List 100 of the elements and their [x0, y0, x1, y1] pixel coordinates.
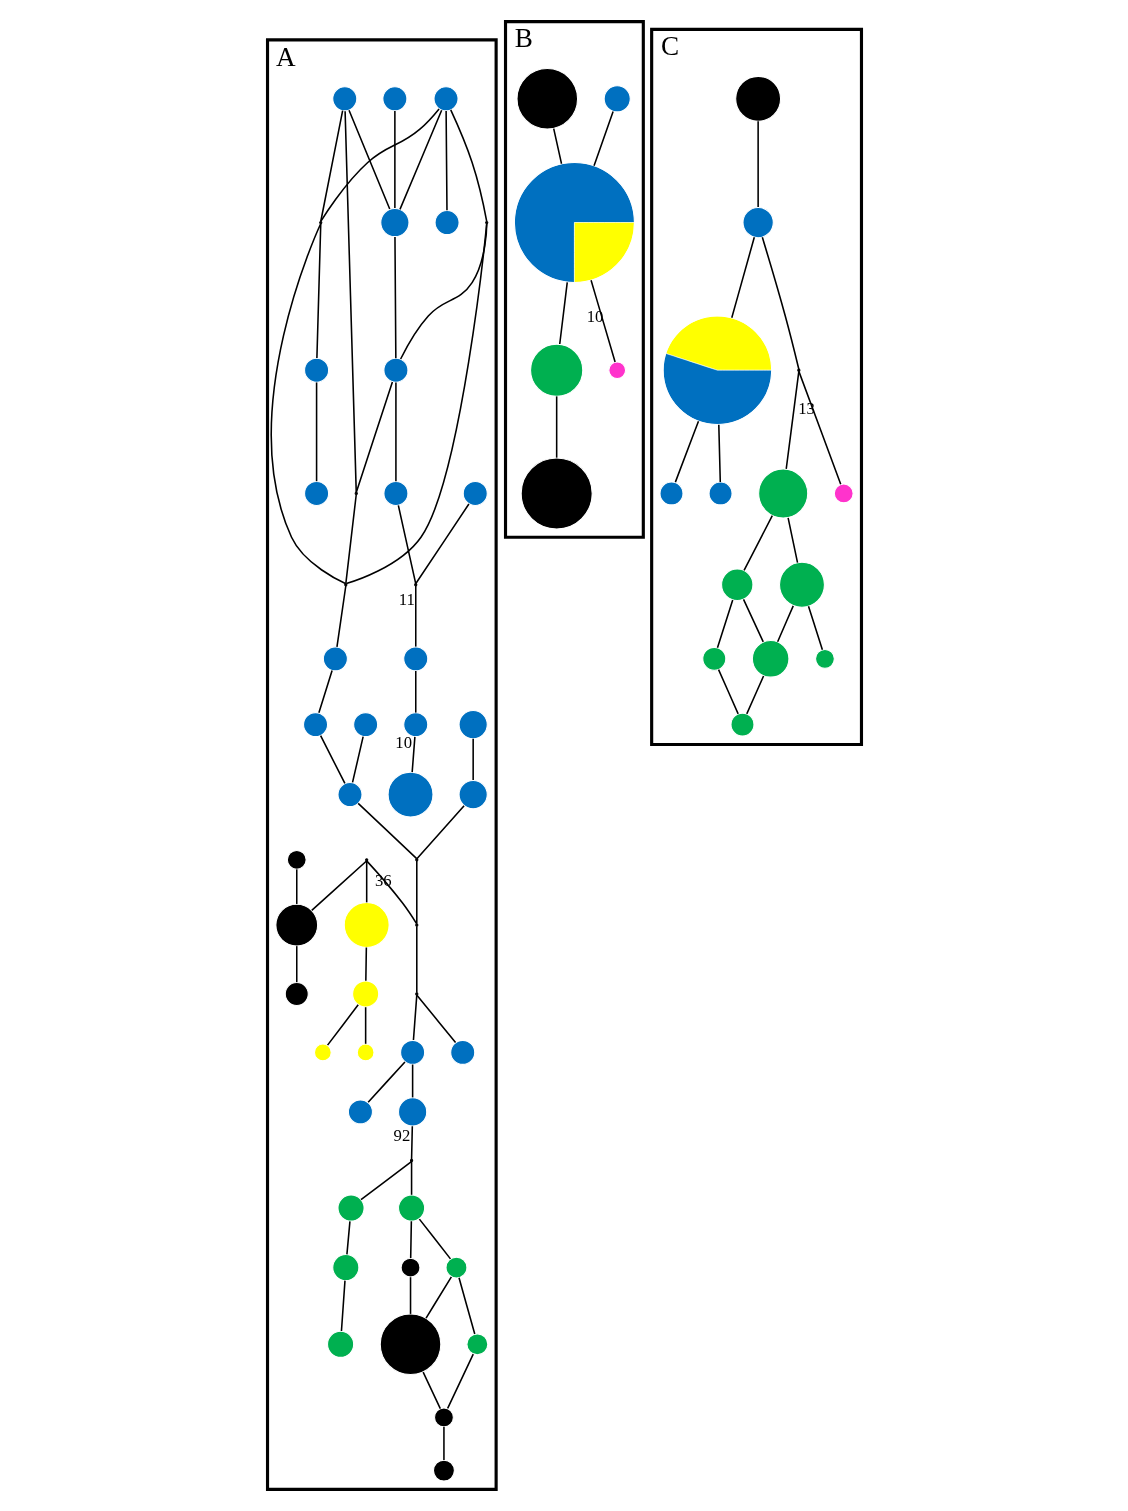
connector: [457, 1277, 476, 1335]
node-circle: [274, 903, 318, 947]
connector: [359, 1160, 412, 1201]
node-circle: [382, 480, 408, 506]
connector: [410, 1160, 412, 1196]
connector: [410, 1125, 413, 1161]
node-circle: [336, 782, 362, 808]
node-circle: [347, 1099, 373, 1125]
node-circle: [284, 981, 309, 1006]
connector: [776, 605, 794, 643]
node-point: [413, 583, 417, 587]
node-circle: [303, 480, 329, 506]
node-circle: [379, 207, 409, 238]
node-circle: [397, 1097, 427, 1127]
connector: [340, 1279, 346, 1332]
connector: [364, 946, 367, 982]
connector: [295, 945, 298, 983]
node-circle: [399, 1039, 425, 1065]
connector: [414, 670, 417, 714]
node-circle: [751, 640, 789, 678]
node-circle: [434, 210, 460, 236]
node-point: [796, 368, 800, 372]
node-point: [414, 923, 418, 927]
node-circle: [331, 1254, 359, 1282]
node-circle: [432, 1459, 455, 1482]
connector: [717, 668, 739, 715]
node-circle: [381, 86, 407, 112]
node-circle: [336, 1194, 365, 1222]
connector: [394, 381, 397, 482]
connector: [449, 109, 487, 223]
connector: [418, 1218, 451, 1260]
connector: [807, 605, 823, 651]
connector: [589, 279, 616, 363]
node-circle: [387, 771, 433, 818]
connector: [345, 1220, 351, 1256]
node-circle: [303, 357, 329, 383]
node-point: [484, 220, 488, 225]
node-circle: [402, 712, 428, 738]
node-point: [318, 220, 322, 225]
node-circle: [607, 361, 626, 380]
connector: [409, 1220, 412, 1259]
connector: [295, 868, 298, 905]
connector: [326, 1004, 359, 1046]
connector: [797, 370, 841, 486]
node-point: [364, 858, 368, 862]
connector: [424, 1276, 452, 1319]
node-circle: [729, 712, 754, 737]
connector: [319, 108, 440, 223]
node-circle: [322, 646, 348, 672]
connector: [745, 675, 764, 715]
node-circle: [757, 468, 808, 519]
node-circle: [343, 902, 390, 948]
node-point: [409, 1158, 413, 1163]
node-circle: [734, 75, 781, 122]
node-circle: [326, 1330, 354, 1358]
connector: [343, 110, 357, 493]
node-circle: [833, 483, 854, 504]
connector: [555, 395, 557, 459]
node-circle: [516, 68, 578, 130]
connector: [717, 423, 721, 483]
connector: [317, 669, 333, 714]
node-circle: [814, 648, 835, 669]
node-circle: [302, 712, 328, 738]
node-circle: [397, 1194, 425, 1222]
node-circle: [286, 849, 307, 870]
node-circle: [379, 1313, 441, 1376]
node-circle: [331, 86, 357, 112]
connector: [319, 734, 346, 785]
connector: [742, 598, 764, 643]
connector: [784, 370, 800, 470]
node-circle: [465, 1333, 488, 1356]
node-circle: [720, 568, 753, 601]
node-point: [343, 583, 347, 587]
node-circle: [458, 779, 488, 810]
node-circle: [356, 1043, 374, 1062]
connector: [756, 120, 759, 208]
connector: [471, 737, 474, 781]
node-circle: [603, 85, 631, 113]
connector: [730, 236, 755, 319]
connector: [558, 281, 568, 345]
connector: [761, 236, 800, 370]
connector: [365, 860, 367, 904]
node-circle: [742, 206, 774, 239]
node-circle: [433, 1407, 454, 1428]
connector: [310, 860, 367, 912]
node-circle: [382, 357, 408, 383]
edge-label: 11: [398, 589, 415, 609]
node-point: [414, 858, 418, 862]
connector: [592, 110, 614, 167]
connector: [716, 599, 733, 649]
connector: [786, 517, 798, 564]
node-circle: [778, 561, 825, 608]
connector: [393, 236, 397, 359]
edge-label: 10: [394, 733, 412, 753]
connector: [410, 736, 416, 773]
connector: [355, 381, 393, 493]
connector: [399, 222, 487, 360]
node-circle: [313, 1043, 332, 1062]
node-point: [354, 491, 358, 496]
node-circle: [445, 1256, 467, 1279]
